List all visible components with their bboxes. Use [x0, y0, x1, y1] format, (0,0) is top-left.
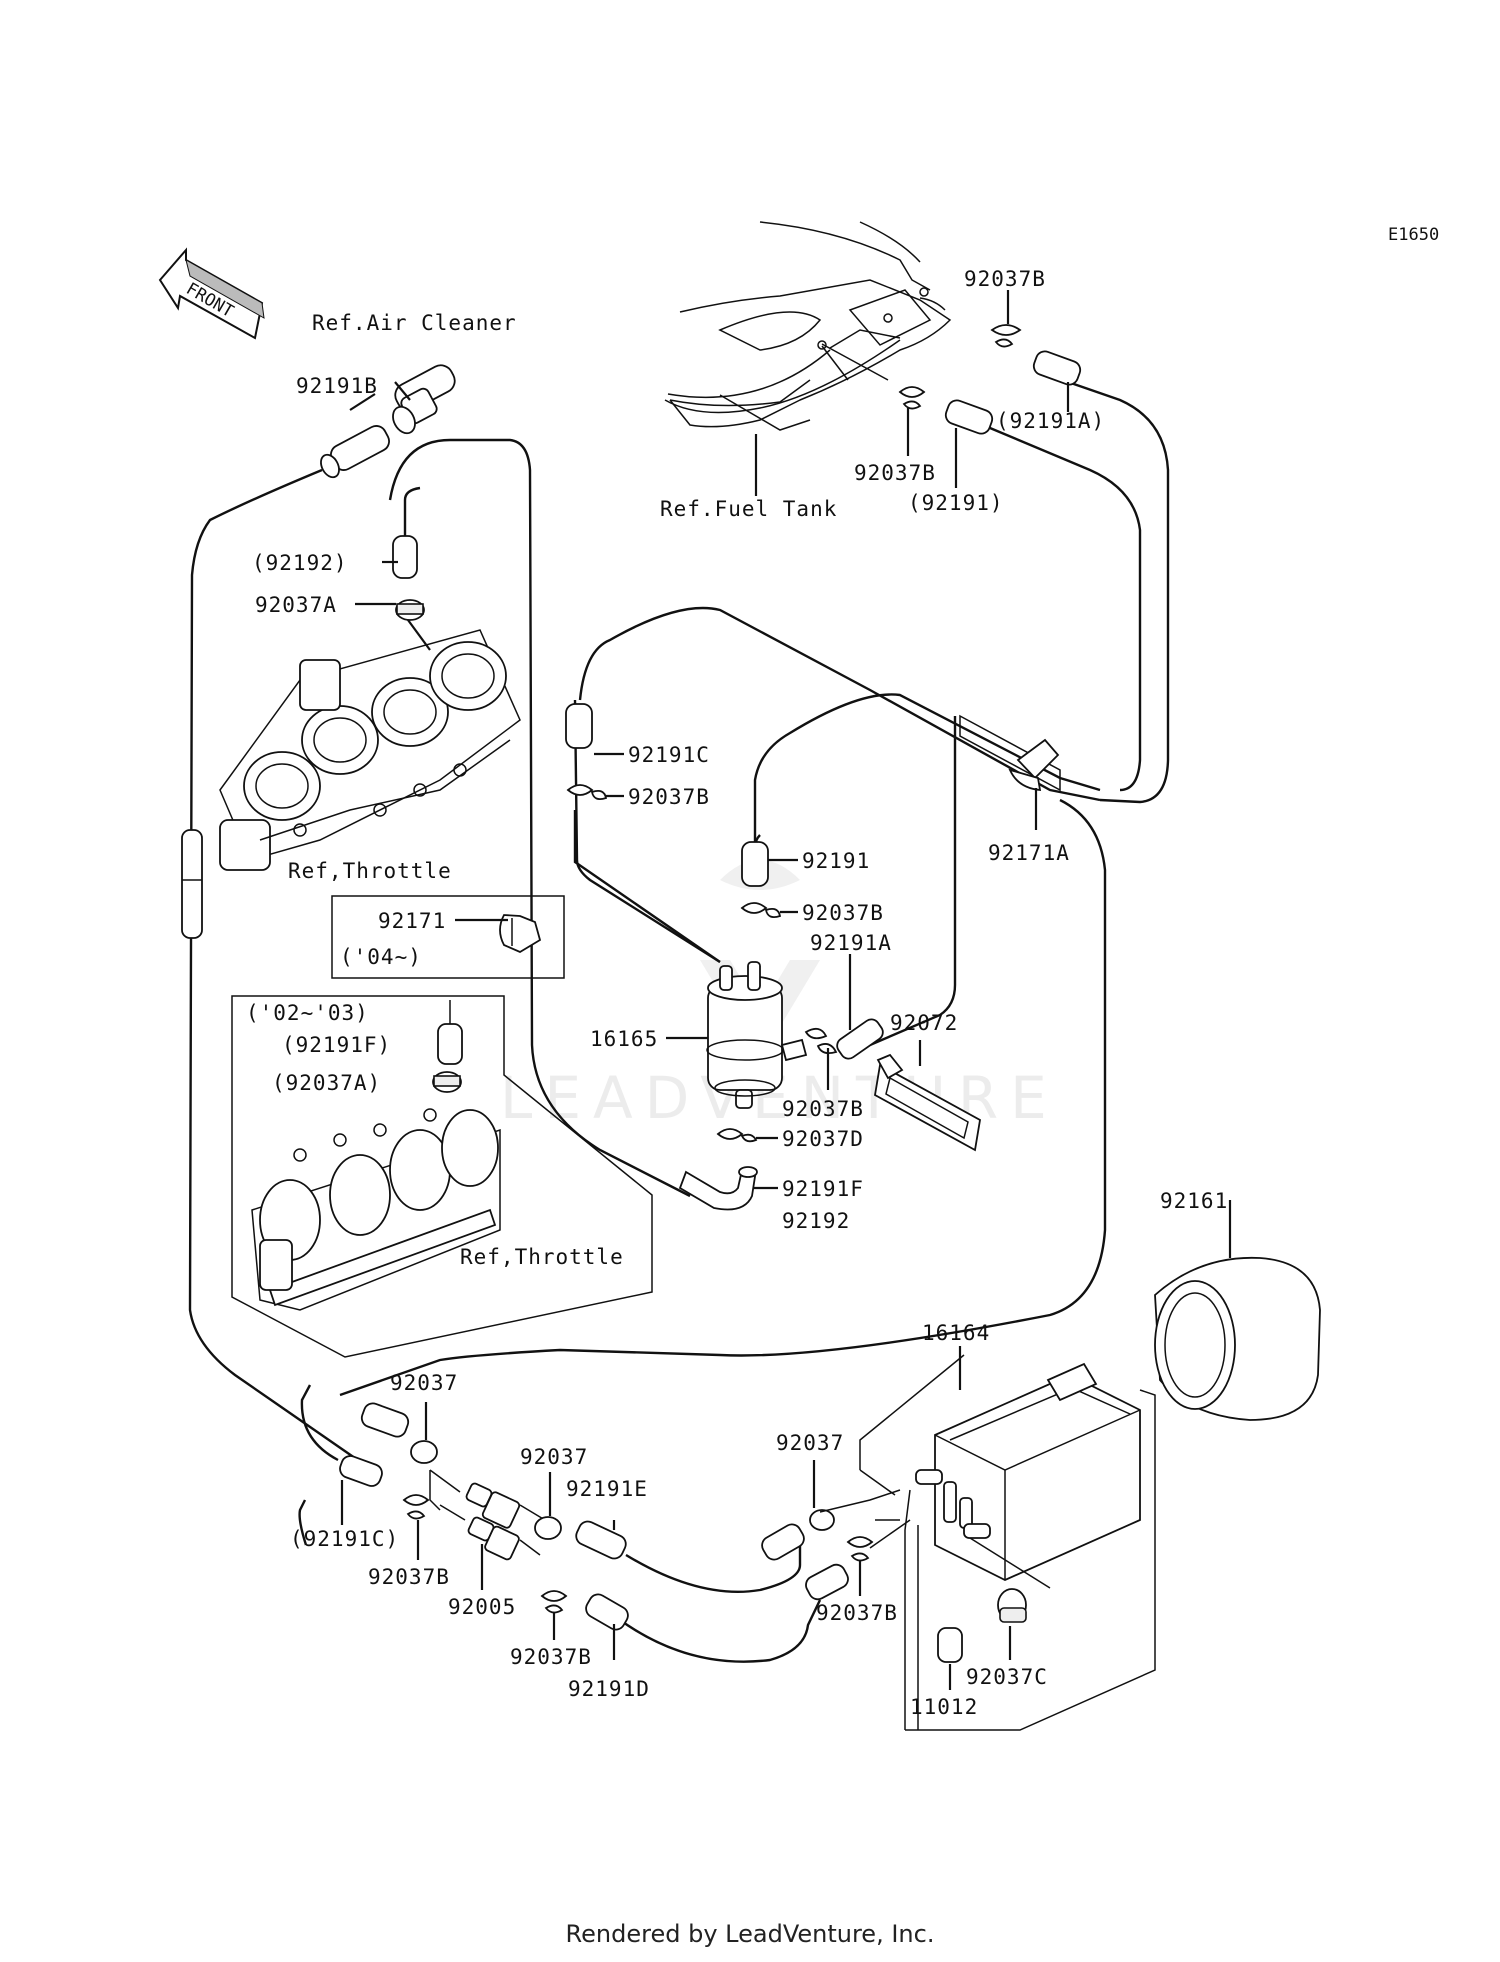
label-92037B-tank: 92037B [854, 461, 936, 485]
clamp-92037A [395, 599, 425, 621]
clamp-92037B-center [566, 784, 608, 801]
label-92191C: 92191C [628, 743, 710, 767]
label-92191F: 92191F [782, 1177, 864, 1201]
air-cleaner-fitting [392, 364, 456, 435]
label-92191C-paren: (92191C) [290, 1527, 399, 1551]
hose-92191D [585, 1563, 849, 1631]
footer-credit: Rendered by LeadVenture, Inc. [565, 1920, 935, 1948]
hose-92191F-box [437, 1000, 463, 1065]
label-92037B-mid: 92037B [628, 785, 710, 809]
label-92191F-paren: (92191F) [282, 1033, 391, 1057]
label-92005: 92005 [448, 1595, 516, 1619]
clamp-92037B-pump [804, 1027, 838, 1055]
clamp-92037C [997, 1588, 1027, 1623]
label-92171: 92171 [378, 909, 446, 933]
hose-92191A-top [1032, 350, 1082, 386]
clamp-92037B-tank [898, 386, 926, 410]
throttle-body-upper [219, 629, 521, 871]
label-ref-throttle-2: Ref,Throttle [460, 1245, 624, 1269]
elbow-hose-92191F [678, 1166, 758, 1211]
label-92037B-b3: 92037B [816, 1601, 898, 1625]
label-16165: 16165 [590, 1027, 658, 1051]
label-ref-throttle-1: Ref,Throttle [288, 859, 452, 883]
label-92037B-b2: 92037B [510, 1645, 592, 1669]
label-92037-mid: 92037 [520, 1445, 588, 1469]
canister-lines [819, 1489, 1051, 1589]
cap-11012 [937, 1627, 963, 1663]
leader-lines [340, 290, 1232, 1690]
clamp-92037-left [410, 1440, 438, 1464]
diagram-code: E1650 [1388, 225, 1439, 245]
front-arrow-icon: FRONT [158, 247, 265, 340]
label-16164: 16164 [922, 1321, 990, 1345]
canister-box [859, 1354, 1156, 1731]
hose-92192-top [392, 535, 418, 579]
label-92191A: 92191A [810, 931, 892, 955]
label-92037B-pump: 92037B [782, 1097, 864, 1121]
label-92037D: 92037D [782, 1127, 864, 1151]
label-92171A: 92171A [988, 841, 1070, 865]
clamp-92037-mid [534, 1516, 562, 1540]
hose-92191A-pump [836, 1018, 884, 1060]
joint-92005 [429, 1469, 546, 1561]
label-92037B-bl: 92037B [368, 1565, 450, 1589]
label-92037A: 92037A [255, 593, 337, 617]
hose-pump-left [573, 810, 721, 963]
fuel-tank-drawing [664, 221, 952, 431]
hose-92191E [575, 1520, 805, 1561]
label-92037-right: 92037 [776, 1431, 844, 1455]
bracket-92072 [874, 1053, 981, 1152]
hose-bottom-left [300, 1384, 410, 1487]
clamp-92037D [716, 1128, 758, 1143]
label-year-02-03: ('02~'03) [246, 1001, 369, 1025]
canister-16164 [915, 1362, 1141, 1581]
label-92192: 92192 [782, 1209, 850, 1233]
label-92037C: 92037C [966, 1665, 1048, 1689]
clamp-92037A-box [432, 1071, 462, 1093]
clamp-92037B-b3 [846, 1536, 874, 1562]
hose-92191-center [741, 841, 769, 887]
clamp-92037B-center2 [740, 902, 782, 919]
clamp-92037B-top [990, 324, 1022, 348]
shield-92161 [1154, 1256, 1321, 1421]
label-92037B-mid2: 92037B [802, 901, 884, 925]
label-ref-air-cleaner: Ref.Air Cleaner [312, 311, 517, 335]
clamp-92037B-b2 [540, 1590, 568, 1614]
label-92161: 92161 [1160, 1189, 1228, 1213]
label-92191B: 92191B [296, 374, 378, 398]
fuel-pump-16165 [706, 961, 808, 1109]
label-92191A-paren: (92191A) [996, 409, 1105, 433]
hose-92191C-center [565, 703, 593, 749]
label-92191-paren: (92191) [908, 491, 1004, 515]
year-02-03-box [231, 995, 653, 1358]
label-92072: 92072 [890, 1011, 958, 1035]
clamp-92037B-bl [402, 1494, 430, 1520]
clip-92171A [959, 714, 1061, 792]
label-92037-left: 92037 [390, 1371, 458, 1395]
hose-routing [188, 380, 1170, 1663]
throttle-body-lower [251, 1108, 501, 1311]
hose-92191-top [944, 399, 994, 435]
label-11012: 11012 [910, 1695, 978, 1719]
label-92191: 92191 [802, 849, 870, 873]
label-year-04: ('04~) [340, 945, 422, 969]
label-92191E: 92191E [566, 1477, 648, 1501]
clamp-92037-right [809, 1509, 835, 1531]
label-92037B-top: 92037B [964, 267, 1046, 291]
label-ref-fuel-tank: Ref.Fuel Tank [660, 497, 837, 521]
label-92192-paren: (92192) [252, 551, 348, 575]
hose-join-left [181, 829, 203, 939]
label-92037A-paren: (92037A) [272, 1071, 381, 1095]
label-92191D: 92191D [568, 1677, 650, 1701]
hose-92191B [320, 425, 390, 479]
